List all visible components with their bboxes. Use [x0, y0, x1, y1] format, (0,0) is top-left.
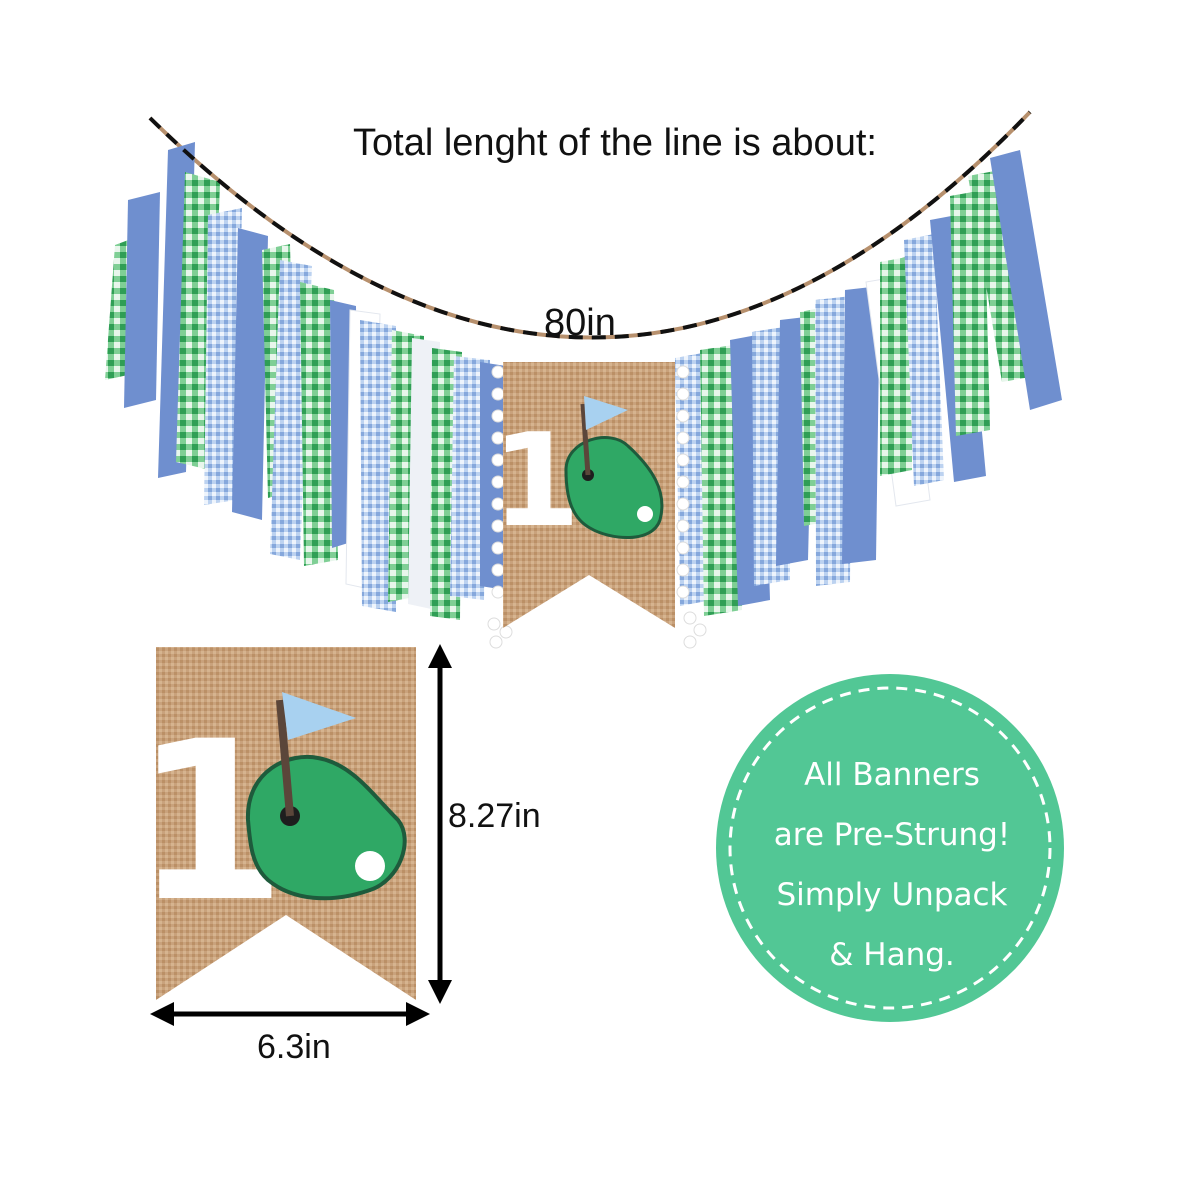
badge-line: All Banners [804, 757, 980, 793]
width-dimension-arrow [150, 1002, 430, 1026]
ribbon [842, 286, 880, 564]
ribbon [990, 150, 1062, 410]
pre-strung-badge [716, 674, 1064, 1022]
ribbon [124, 192, 160, 408]
pennant-height-label: 8.27in [448, 797, 541, 835]
line-length-value: 80in [544, 302, 616, 344]
line-length-title: Total lenght of the line is about: [353, 122, 877, 164]
ribbon [700, 344, 742, 616]
golf-ball-icon [355, 851, 385, 881]
garland-center-pennant: 1 [491, 362, 675, 628]
ribbon [360, 320, 396, 612]
ribbon [204, 208, 242, 505]
ribbon [300, 282, 338, 566]
badge-line: & Hang. [829, 937, 955, 973]
ribbon [880, 256, 912, 476]
badge-line: are Pre-Strung! [773, 817, 1011, 853]
ribbon-garland [105, 110, 1062, 649]
badge-line: Simply Unpack [776, 877, 1008, 913]
flag-pole-icon [276, 699, 294, 817]
line-length-dashed-curve [148, 110, 1032, 340]
ribbon [232, 228, 268, 520]
golf-flag-icon [282, 692, 356, 740]
pennant-width-label: 6.3in [257, 1028, 331, 1066]
badge-text: All Banners are Pre-Strung! Simply Unpac… [722, 745, 1062, 985]
large-pennant: 1 [133, 647, 416, 1000]
ribbon [904, 234, 944, 486]
ribbon [950, 190, 990, 436]
height-dimension-arrow [428, 644, 452, 1004]
